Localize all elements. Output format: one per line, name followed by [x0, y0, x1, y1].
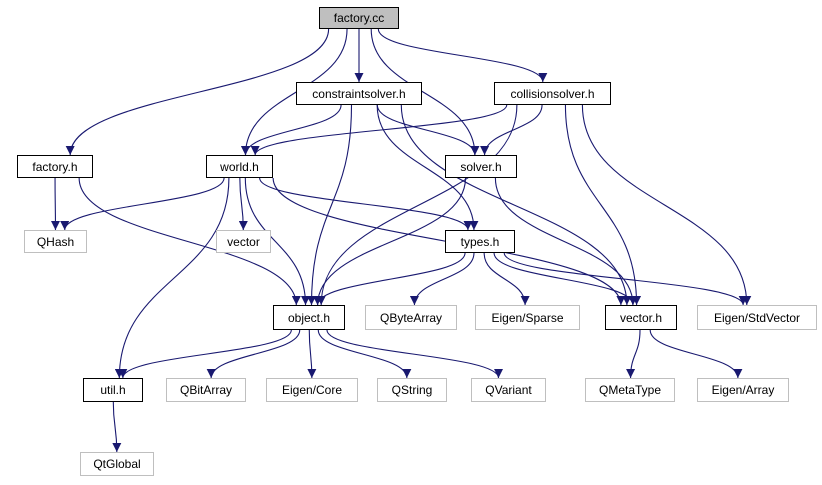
node-object-h[interactable]: object.h: [273, 305, 345, 330]
node-qmetatype[interactable]: QMetaType: [585, 378, 675, 402]
edge-vector_h-to-qmetatype: [626, 329, 641, 379]
node-constraintsolver-h[interactable]: constraintsolver.h: [296, 82, 422, 105]
node-qhash[interactable]: QHash: [24, 230, 87, 253]
node-util-h[interactable]: util.h: [83, 378, 143, 402]
node-types-h[interactable]: types.h: [445, 230, 515, 253]
edge-world_h-to-util_h: [114, 177, 230, 379]
node-eigen-array[interactable]: Eigen/Array: [697, 378, 789, 402]
edge-object_h-to-eigen_core: [307, 329, 317, 379]
edge-collisionsolver_h-to-world_h: [250, 104, 508, 156]
edge-world_h-to-qhash: [60, 177, 225, 231]
edge-constraintsolver_h-to-vector_h: [400, 104, 632, 306]
edge-factory_cc-to-collisionsolver_h: [377, 28, 548, 83]
edge-factory_h-to-object_h: [78, 177, 301, 306]
node-vector-h[interactable]: vector.h: [605, 305, 677, 330]
node-eigen-core[interactable]: Eigen/Core: [266, 378, 358, 402]
edge-object_h-to-util_h: [118, 329, 292, 379]
node-factory-h[interactable]: factory.h: [17, 155, 93, 178]
node-qbytearray[interactable]: QByteArray: [365, 305, 457, 330]
node-qtglobal[interactable]: QtGlobal: [80, 452, 154, 476]
edge-solver_h-to-object_h: [313, 177, 467, 306]
node-vector[interactable]: vector: [216, 230, 271, 253]
edge-object_h-to-qstring: [317, 329, 412, 379]
edge-object_h-to-qbitarray: [206, 329, 301, 379]
edge-types_h-to-eigen_stdvector: [503, 252, 748, 306]
edge-types_h-to-eigen_sparse: [483, 252, 530, 306]
edge-constraintsolver_h-to-world_h: [241, 104, 342, 156]
node-eigen-stdvector[interactable]: Eigen/StdVector: [697, 305, 817, 330]
edge-collisionsolver_h-to-object_h: [316, 104, 518, 306]
edge-vector_h-to-eigen_array: [649, 329, 743, 379]
node-world-h[interactable]: world.h: [206, 155, 273, 178]
node-collisionsolver-h[interactable]: collisionsolver.h: [494, 82, 611, 105]
edge-world_h-to-vector: [238, 177, 248, 231]
edge-types_h-to-object_h: [313, 252, 466, 306]
node-qstring[interactable]: QString: [377, 378, 447, 402]
node-qvariant[interactable]: QVariant: [471, 378, 546, 402]
edge-factory_cc-to-factory_h: [65, 28, 330, 156]
edge-constraintsolver_h-to-object_h: [307, 104, 353, 306]
node-eigen-sparse[interactable]: Eigen/Sparse: [475, 305, 580, 330]
node-qbitarray[interactable]: QBitArray: [166, 378, 246, 402]
edge-constraintsolver_h-to-types_h: [376, 104, 479, 231]
edge-types_h-to-qbytearray: [409, 252, 475, 306]
edge-collisionsolver_h-to-solver_h: [480, 104, 543, 156]
node-factory-cc[interactable]: factory.cc: [319, 7, 399, 29]
edge-world_h-to-object_h: [244, 177, 311, 306]
edge-world_h-to-types_h: [259, 177, 473, 231]
edge-solver_h-to-vector_h: [494, 177, 638, 306]
edge-types_h-to-vector_h: [493, 252, 638, 306]
edge-util_h-to-qtglobal: [112, 401, 122, 453]
edge-constraintsolver_h-to-solver_h: [376, 104, 480, 156]
edge-collisionsolver_h-to-vector_h: [564, 104, 642, 306]
edge-object_h-to-qvariant: [326, 329, 503, 379]
edge-factory_cc-to-solver_h: [370, 28, 480, 156]
node-solver-h[interactable]: solver.h: [445, 155, 517, 178]
edge-collisionsolver_h-to-eigen_stdvector: [581, 104, 752, 306]
